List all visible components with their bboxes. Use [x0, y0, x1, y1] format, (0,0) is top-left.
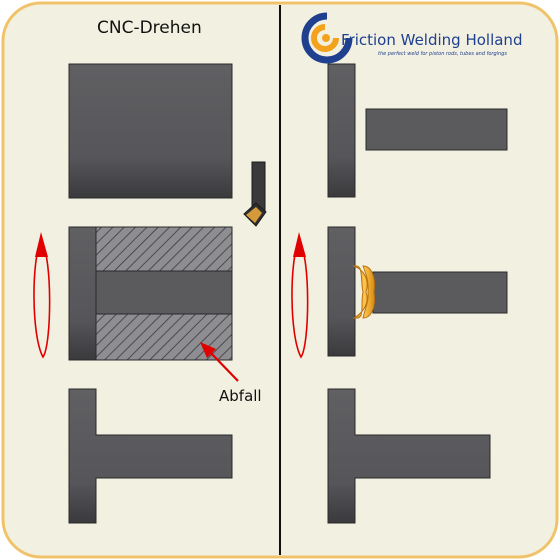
finished-part-cnc [68, 388, 233, 524]
rotation-arrow-icon [33, 232, 51, 359]
brand-tagline: the perfect weld for piston rods, tubes … [378, 51, 507, 57]
weld-flash [352, 265, 375, 319]
waste-region-top [95, 226, 233, 272]
raw-bar-stock [68, 63, 233, 199]
shaft-part-before-weld [365, 108, 508, 151]
waste-label: Abfall [219, 387, 262, 405]
machined-part [68, 226, 233, 361]
cnc-title: CNC-Drehen [97, 18, 202, 38]
base-part-welding [327, 226, 356, 357]
brand-name: Friction Welding Holland [341, 31, 522, 49]
friction-welding-logo-icon [301, 12, 353, 64]
waste-callout-arrow [200, 342, 239, 382]
rotation-arrow-icon-right [291, 232, 309, 359]
base-part-before-weld [327, 63, 356, 198]
turning-tool-icon [243, 161, 267, 227]
finished-part-welded [327, 388, 491, 524]
shaft-part-welding [372, 271, 508, 314]
